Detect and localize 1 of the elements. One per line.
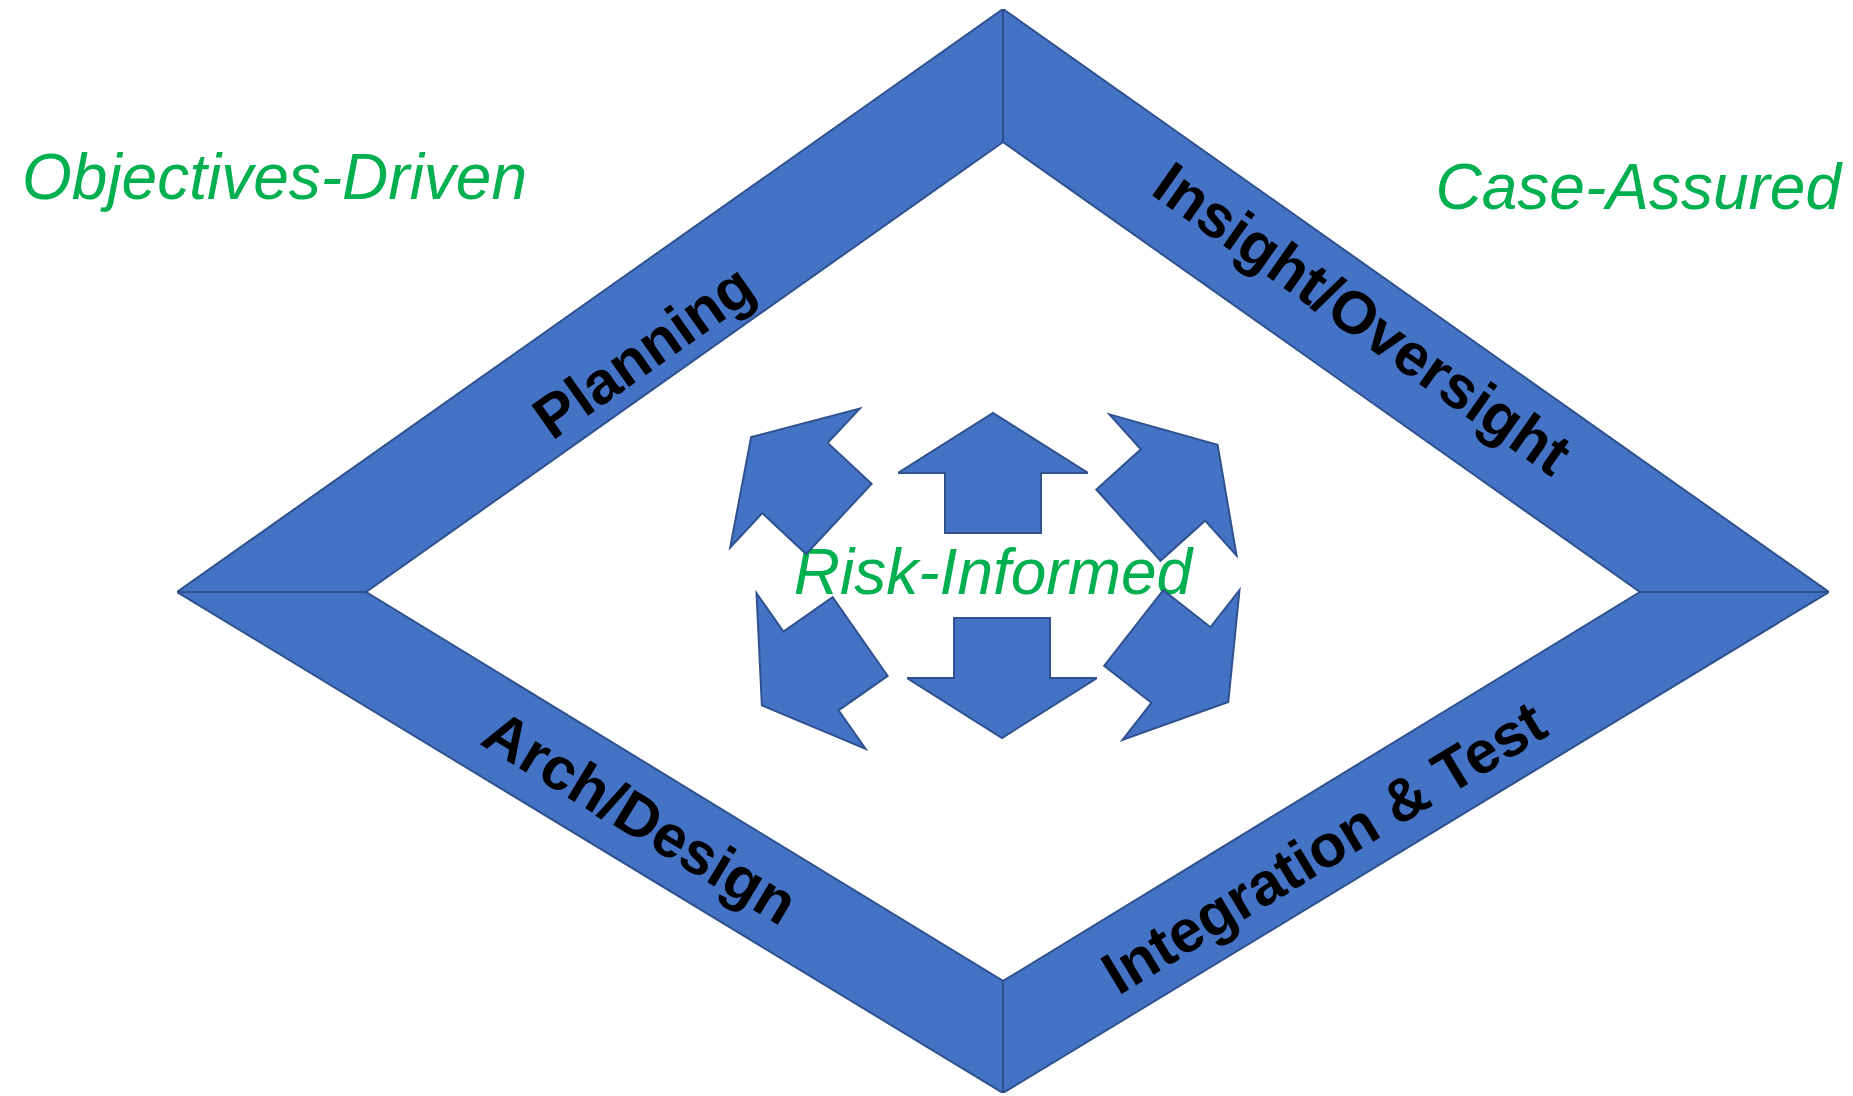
theme-label: Risk-Informed (793, 540, 1193, 604)
